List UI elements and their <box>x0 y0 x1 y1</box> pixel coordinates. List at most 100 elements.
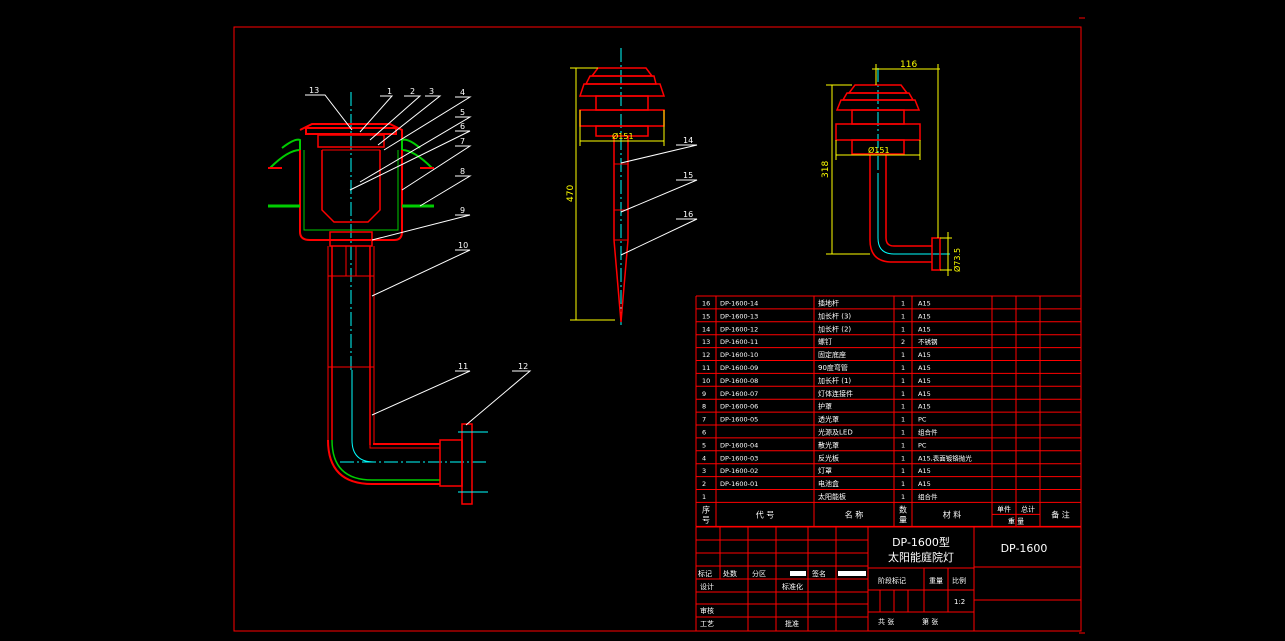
table-header-material: 材 料 <box>943 509 962 519</box>
callout-number: 5 <box>460 108 465 117</box>
callout-number: 1 <box>387 87 392 96</box>
callout-number: 12 <box>518 362 528 371</box>
table-cell-material: A15 <box>918 351 931 359</box>
table-cell-name: 散光罩 <box>818 440 839 449</box>
table-cell-material: A15 <box>918 325 931 333</box>
table-header-weight: 重 量 <box>1008 517 1024 525</box>
callout-number: 2 <box>410 87 415 96</box>
table-header-no: 号 <box>702 515 710 524</box>
title-label: 第 张 <box>922 617 938 626</box>
table-header-code: 代 号 <box>756 509 775 519</box>
table-cell-qty: 1 <box>901 429 905 437</box>
pole <box>869 154 932 263</box>
elbow <box>331 439 440 481</box>
table-cell-code: DP-1600-05 <box>720 416 758 424</box>
table-cell-material: PC <box>918 441 927 449</box>
title-label: 批准 <box>785 619 799 628</box>
table-cell-code: DP-1600-11 <box>720 338 758 346</box>
lamp-head <box>579 109 665 127</box>
title-label: 阶段标记 <box>878 576 906 585</box>
callout-number: 13 <box>309 86 319 95</box>
title-block <box>695 526 1082 632</box>
ground-spike <box>613 239 629 323</box>
table-cell-no: 3 <box>702 467 706 475</box>
callout-number: 8 <box>460 167 465 176</box>
table-cell-name: 加长杆 (3) <box>818 311 851 320</box>
table-cell-name: 太阳能板 <box>818 492 846 501</box>
callout-number: 4 <box>460 88 465 97</box>
signature-field <box>790 571 806 576</box>
table-cell-material: A15 <box>918 403 931 411</box>
table-cell-code: DP-1600-13 <box>720 312 758 320</box>
dimension-text: Ø151 <box>868 145 890 155</box>
table-cell-code: DP-1600-14 <box>720 300 758 308</box>
title-label: 标记 <box>698 569 712 578</box>
table-cell-qty: 1 <box>901 377 905 385</box>
pole <box>885 154 932 247</box>
lamp-hood <box>299 123 403 150</box>
table-cell-qty: 1 <box>901 312 905 320</box>
table-cell-no: 2 <box>702 480 706 488</box>
table-cell-no: 15 <box>702 312 710 320</box>
reflector <box>321 150 381 223</box>
callout-number: 16 <box>683 210 693 219</box>
callout-number: 14 <box>683 136 693 145</box>
callout-number: 7 <box>460 137 465 146</box>
callout-number: 11 <box>458 362 468 371</box>
table-header-unit-weight: 单件 <box>997 504 1011 513</box>
table-cell-no: 8 <box>702 403 706 411</box>
callout-number: 9 <box>460 206 465 215</box>
title-label: 1:2 <box>954 598 965 606</box>
lamp-head <box>578 83 666 97</box>
title-label: 设计 <box>700 582 714 591</box>
elbow <box>327 439 440 485</box>
table-cell-name: 电池盒 <box>818 479 839 488</box>
battery-box <box>317 134 385 148</box>
callout-number: 6 <box>460 122 465 131</box>
title-label: 共 张 <box>878 617 894 626</box>
section-view: 13 1 2 3 4 5 6 7 8 9 10 11 12 <box>268 86 532 505</box>
table-cell-material: A15 <box>918 300 931 308</box>
table-cell-qty: 1 <box>901 493 905 501</box>
product-model: DP-1600型 <box>892 535 950 549</box>
lamp-housing-inner <box>303 150 399 231</box>
lamp-housing <box>299 150 403 241</box>
table-cell-material: PC <box>918 416 927 424</box>
table-cell-no: 5 <box>702 441 706 449</box>
lamp-head <box>595 95 649 111</box>
title-label: 工艺 <box>700 620 714 628</box>
table-cell-code: DP-1600-09 <box>720 364 758 372</box>
callout-number: 3 <box>429 87 434 96</box>
elbow <box>369 445 440 449</box>
table-cell-qty: 1 <box>901 480 905 488</box>
table-cell-material: A15 <box>918 377 931 385</box>
table-cell-name: 护罩 <box>818 402 832 411</box>
lamp-head <box>595 125 649 137</box>
lamp-head <box>851 139 905 155</box>
table-cell-name: 90度弯管 <box>818 363 848 372</box>
table-cell-qty: 1 <box>901 441 905 449</box>
table-cell-no: 10 <box>702 377 710 385</box>
leaders <box>305 94 532 426</box>
dimension-text: Ø151 <box>612 131 634 141</box>
table-cell-qty: 1 <box>901 390 905 398</box>
table-cell-no: 9 <box>702 390 706 398</box>
center-line <box>351 439 375 463</box>
table-cell-name: 螺钉 <box>818 337 832 346</box>
front-view: 470 Ø151 14 15 16 <box>566 48 698 325</box>
table-header-no: 序 <box>702 504 710 514</box>
title-label: 重量 <box>929 577 943 585</box>
table-cell-name: 反光板 <box>818 453 839 462</box>
table-cell-no: 4 <box>702 454 706 462</box>
title-label: 标准化 <box>782 582 803 591</box>
product-title: 太阳能庭院灯 <box>888 550 954 564</box>
table-cell-code: DP-1600-06 <box>720 403 758 411</box>
dimension-text: Ø73.5 <box>952 248 962 272</box>
table-cell-code: DP-1600-07 <box>720 390 758 398</box>
table-cell-no: 11 <box>702 364 710 372</box>
base-plate <box>931 237 941 271</box>
table-cell-name: 灯罩 <box>818 466 832 475</box>
callout-number: 10 <box>458 241 468 250</box>
table-cell-name: 加长杆 (2) <box>818 324 851 333</box>
